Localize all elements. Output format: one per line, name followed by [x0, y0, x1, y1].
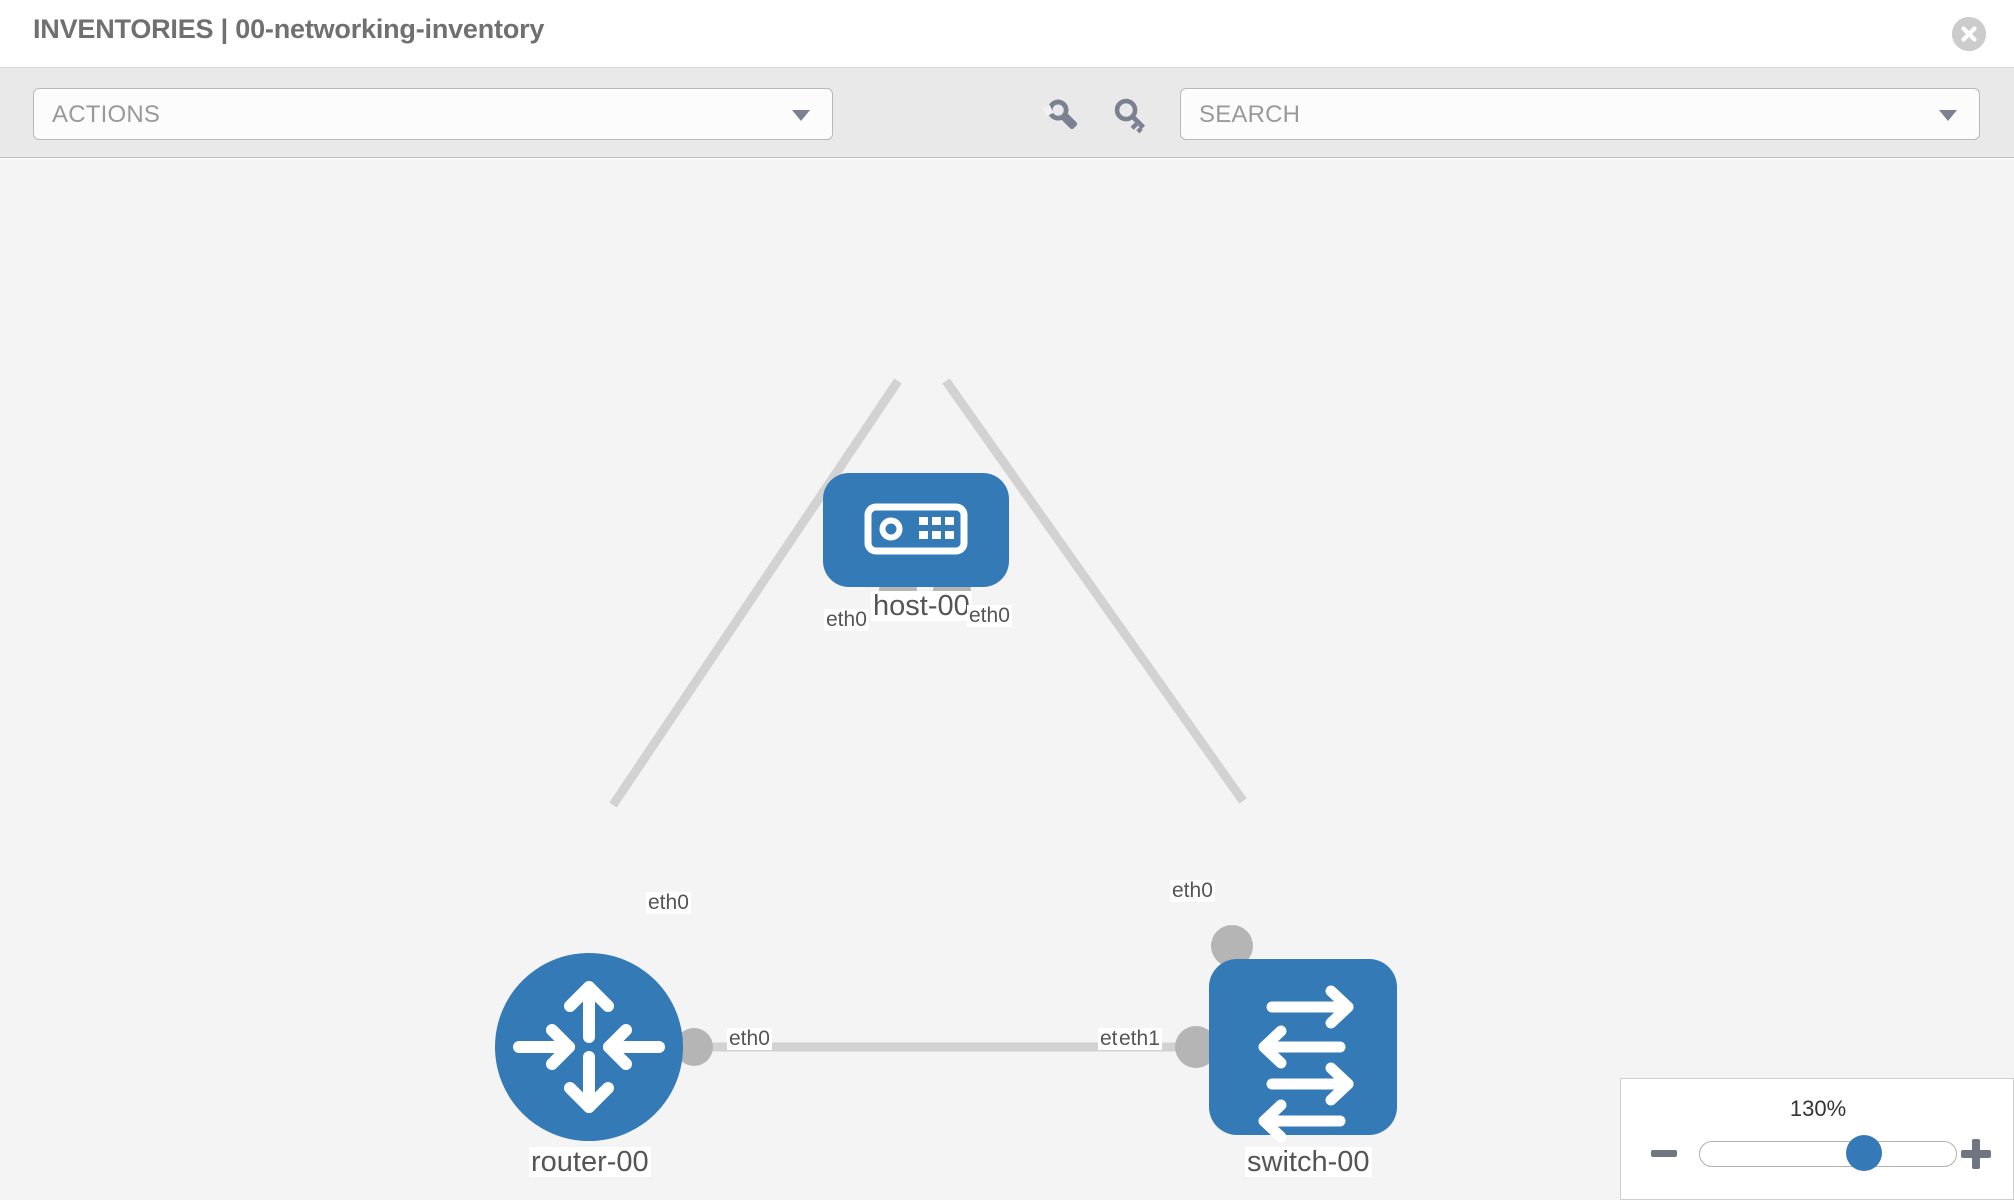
- actions-dropdown-label: ACTIONS: [52, 101, 161, 128]
- node-switch-00[interactable]: [1209, 959, 1397, 1143]
- close-icon: [1952, 17, 1986, 51]
- link-host-router[interactable]: [609, 378, 902, 808]
- actions-dropdown[interactable]: ACTIONS: [33, 88, 833, 140]
- key-button[interactable]: [1108, 92, 1154, 138]
- toolbar: ACTIONS SEARC: [0, 68, 2014, 158]
- node-label-switch-00: switch-00: [1245, 1146, 1372, 1178]
- node-router-00[interactable]: [495, 953, 683, 1141]
- topology-stubs: [675, 572, 1253, 1068]
- iface-label-switch-left: eth1: [1117, 1027, 1162, 1051]
- switch-arrows-icon: [1258, 985, 1354, 1143]
- search-chevron-down-icon[interactable]: [1939, 110, 1957, 121]
- wrench-icon: [1042, 99, 1078, 130]
- key-icon: [1114, 98, 1146, 134]
- node-host-00[interactable]: [823, 473, 1009, 587]
- node-label-host-00: host-00: [871, 590, 972, 622]
- wrench-button[interactable]: [1040, 92, 1086, 138]
- zoom-out-button[interactable]: [1649, 1139, 1679, 1169]
- iface-label-router-right: eth0: [727, 1027, 772, 1051]
- router-arrows-icon: [513, 981, 665, 1113]
- search-placeholder-label: SEARCH: [1199, 101, 1301, 128]
- node-label-router-00: router-00: [529, 1146, 651, 1178]
- topology-canvas[interactable]: host-00 router-00 switch-00 eth0 eth0 et…: [0, 159, 2014, 1200]
- zoom-slider-thumb[interactable]: [1846, 1135, 1883, 1171]
- topology-graph: [495, 378, 1397, 1143]
- host-device-icon: [864, 503, 968, 555]
- iface-label-switch-uplink: eth0: [1170, 879, 1215, 903]
- link-host-switch[interactable]: [942, 378, 1247, 804]
- iface-label-host-left: eth0: [824, 608, 869, 632]
- iface-label-host-right: eth0: [967, 604, 1012, 628]
- page-title: INVENTORIES | 00-networking-inventory: [33, 14, 545, 44]
- stub-router-right[interactable]: [675, 1028, 713, 1066]
- plus-icon: [1961, 1139, 1991, 1169]
- zoom-in-button[interactable]: [1959, 1137, 1993, 1171]
- search-input[interactable]: SEARCH: [1180, 88, 1980, 140]
- iface-label-router-uplink: eth0: [646, 891, 691, 915]
- minus-icon: [1651, 1150, 1677, 1157]
- zoom-slider-track[interactable]: [1699, 1141, 1957, 1167]
- zoom-control-panel: 130%: [1620, 1078, 2014, 1200]
- close-button[interactable]: [1952, 17, 1986, 51]
- zoom-level-value: 130%: [1789, 1096, 1847, 1121]
- chevron-down-icon: [792, 110, 810, 121]
- stub-switch-top[interactable]: [1211, 925, 1253, 967]
- page-header: INVENTORIES | 00-networking-inventory: [0, 0, 2014, 68]
- stub-switch-left[interactable]: [1175, 1026, 1217, 1068]
